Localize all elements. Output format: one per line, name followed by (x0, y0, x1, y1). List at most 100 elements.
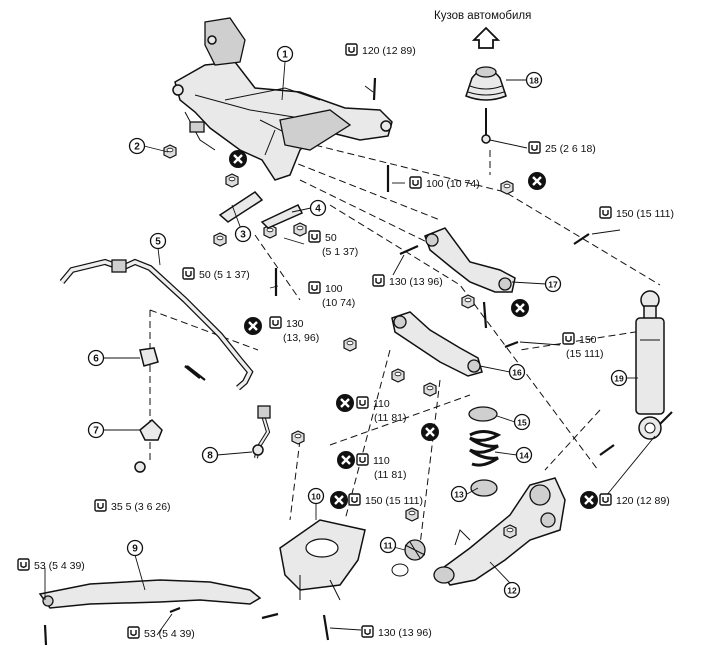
torque-label-t7: 100 (10 74) (308, 281, 355, 309)
nuts (163, 144, 517, 539)
callout-19: 19 (610, 369, 628, 387)
torque-label-t1: 120 (12 89) (345, 43, 416, 57)
svg-text:1: 1 (282, 50, 288, 61)
svg-text:8: 8 (207, 451, 213, 462)
callout-2: 2 (128, 137, 146, 155)
svg-text:4: 4 (315, 204, 321, 215)
svg-text:110: 110 (373, 398, 390, 410)
torque-label-t15: 120 (12 89) (599, 493, 670, 507)
svg-text:11: 11 (384, 541, 393, 551)
svg-text:2: 2 (134, 142, 140, 153)
callout-16: 16 (508, 363, 526, 381)
torque-label-t10: 150 (15 111) (562, 332, 604, 360)
svg-text:(13, 96): (13, 96) (283, 332, 319, 344)
torque-label-t16: 53 (5 4 39) (17, 558, 85, 572)
bump-stop (465, 66, 507, 144)
callout-13: 13 (450, 485, 468, 503)
svg-text:53 (5 4 39): 53 (5 4 39) (144, 628, 195, 640)
bracket-clips (218, 191, 304, 229)
up-arrow-icon (471, 26, 501, 49)
svg-text:(11 81): (11 81) (374, 412, 407, 424)
svg-text:3: 3 (240, 230, 246, 241)
svg-text:17: 17 (548, 280, 558, 290)
callout-12: 12 (503, 581, 521, 599)
callout-7: 7 (87, 421, 105, 439)
spring-assembly (468, 406, 502, 497)
callout-3: 3 (234, 225, 252, 243)
svg-text:9: 9 (132, 544, 138, 555)
torque-label-t17: 53 (5 4 39) (127, 626, 195, 640)
svg-text:150: 150 (579, 334, 597, 346)
lower-link (391, 311, 483, 377)
radius-rod (38, 579, 262, 609)
stabilizer-clamp (134, 418, 163, 473)
svg-text:120 (12 89): 120 (12 89) (616, 495, 670, 507)
body-caption: Кузов автомобиля (434, 10, 531, 22)
svg-text:(5 1 37): (5 1 37) (322, 246, 358, 258)
mounting-bracket (279, 519, 366, 601)
svg-text:35 5 (3 6 26): 35 5 (3 6 26) (111, 501, 171, 513)
callout-10: 10 (307, 487, 325, 505)
torque-labels: 120 (12 89) 25 (2 6 18) 100 (10 74) 150 … (17, 43, 674, 640)
svg-text:7: 7 (93, 426, 99, 437)
svg-text:(11 81): (11 81) (374, 469, 407, 481)
svg-text:5: 5 (155, 237, 161, 248)
svg-text:(15 111): (15 111) (566, 348, 604, 360)
torque-label-t18: 130 (13 96) (361, 625, 432, 639)
svg-text:10: 10 (311, 492, 321, 502)
torque-label-t13: 35 5 (3 6 26) (94, 499, 171, 513)
svg-text:100: 100 (325, 283, 343, 295)
svg-text:120 (12 89): 120 (12 89) (362, 45, 416, 57)
shock-absorber (635, 290, 673, 440)
svg-text:(10 74): (10 74) (322, 297, 355, 309)
torque-label-t2: 25 (2 6 18) (528, 141, 596, 155)
svg-text:12: 12 (507, 586, 517, 596)
callout-5: 5 (149, 232, 167, 250)
stabilizer-link (184, 365, 271, 459)
torque-label-t3: 100 (10 74) (409, 176, 480, 190)
callout-15: 15 (513, 413, 531, 431)
upper-link (424, 227, 516, 293)
callout-17: 17 (544, 275, 562, 293)
svg-text:13: 13 (454, 490, 464, 500)
svg-text:110: 110 (373, 455, 390, 467)
svg-text:130 (13 96): 130 (13 96) (378, 627, 432, 639)
bolts (43, 77, 615, 646)
callout-8: 8 (201, 446, 219, 464)
callout-1: 1 (276, 45, 294, 63)
svg-text:15: 15 (517, 418, 527, 428)
svg-text:150 (15 111): 150 (15 111) (616, 208, 674, 220)
torque-label-t8: 130 (13 96) (372, 274, 443, 288)
part-callouts: 1 2 3 4 5 6 7 8 9 10 11 12 13 14 15 16 1… (87, 45, 628, 599)
stabilizer-bar (59, 258, 254, 391)
svg-text:25 (2 6 18): 25 (2 6 18) (545, 143, 596, 155)
callout-14: 14 (515, 446, 533, 464)
lower-bushing (391, 539, 426, 577)
svg-text:53 (5 4 39): 53 (5 4 39) (34, 560, 85, 572)
torque-label-t6: 50 (5 1 37) (182, 267, 250, 281)
svg-text:100 (10 74): 100 (10 74) (426, 178, 480, 190)
torque-label-t14: 150 (15 111) (348, 493, 423, 507)
subframe (172, 17, 393, 181)
callout-9: 9 (126, 539, 144, 557)
svg-text:130 (13 96): 130 (13 96) (389, 276, 443, 288)
callout-4: 4 (309, 199, 327, 217)
rear-knuckle (433, 477, 566, 586)
callout-11: 11 (379, 536, 397, 554)
svg-text:19: 19 (614, 374, 624, 384)
svg-text:50 (5 1 37): 50 (5 1 37) (199, 269, 250, 281)
torque-label-t12: 110 (11 81) (356, 453, 407, 481)
svg-text:50: 50 (325, 232, 337, 244)
leader-lines (44, 61, 656, 636)
torque-label-t5: 50 (5 1 37) (308, 230, 358, 258)
torque-label-t9: 130(13, 96) (269, 316, 319, 344)
svg-text:6: 6 (93, 354, 99, 365)
torque-label-t4: 150 (15 111) (599, 206, 674, 220)
svg-text:14: 14 (519, 451, 529, 461)
svg-text:150 (15 111): 150 (15 111) (365, 495, 423, 507)
torque-label-t11: 110 (11 81) (356, 396, 407, 424)
svg-text:18: 18 (529, 76, 539, 86)
callout-18: 18 (525, 71, 543, 89)
svg-text:16: 16 (512, 368, 522, 378)
